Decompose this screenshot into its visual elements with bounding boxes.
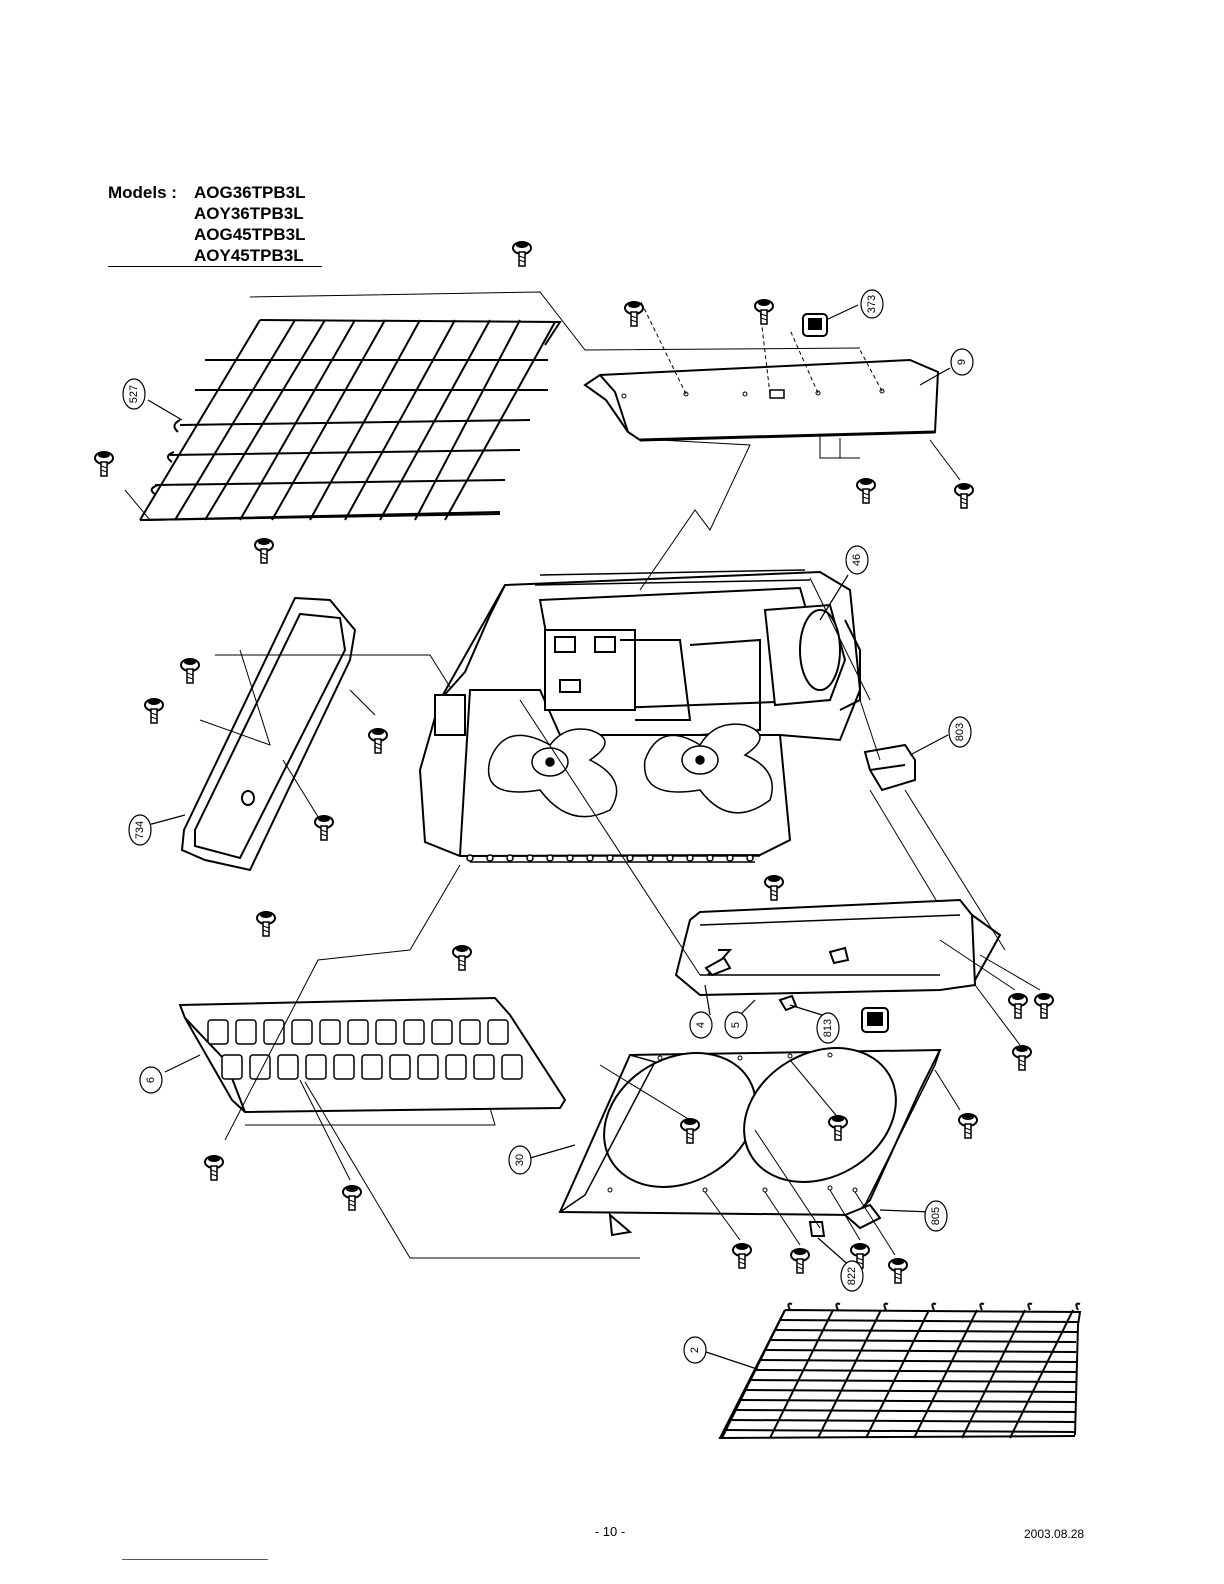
page-number: - 10 - bbox=[560, 1524, 660, 1539]
svg-text:5: 5 bbox=[730, 1022, 742, 1028]
fan-guard-panel bbox=[560, 1021, 940, 1215]
svg-text:6: 6 bbox=[145, 1077, 157, 1083]
svg-text:813: 813 bbox=[822, 1019, 834, 1037]
svg-text:46: 46 bbox=[851, 554, 863, 566]
svg-text:822: 822 bbox=[846, 1267, 858, 1285]
svg-text:373: 373 bbox=[866, 295, 878, 313]
base-plate bbox=[180, 998, 565, 1112]
footer-link-line bbox=[122, 1559, 268, 1560]
svg-text:803: 803 bbox=[954, 723, 966, 741]
svg-text:2: 2 bbox=[689, 1347, 701, 1353]
callout-527: 527 bbox=[123, 379, 145, 409]
callout-6: 6 bbox=[140, 1067, 162, 1093]
rear-wire-grille bbox=[720, 1304, 1080, 1438]
svg-text:4: 4 bbox=[695, 1022, 707, 1028]
svg-text:30: 30 bbox=[514, 1154, 526, 1166]
document-date: 2003.08.28 bbox=[1024, 1527, 1084, 1541]
callout-734: 734 bbox=[129, 815, 151, 845]
top-panel bbox=[585, 360, 938, 440]
callout-4: 4 bbox=[690, 1012, 712, 1038]
callout-46: 46 bbox=[846, 546, 868, 574]
callout-9: 9 bbox=[951, 349, 973, 375]
callout-2: 2 bbox=[684, 1337, 706, 1363]
plug-373 bbox=[803, 314, 827, 336]
callout-30: 30 bbox=[509, 1146, 531, 1174]
callout-822: 822 bbox=[841, 1261, 863, 1291]
callout-813: 813 bbox=[817, 1013, 839, 1043]
svg-text:734: 734 bbox=[134, 821, 146, 839]
callout-805: 805 bbox=[925, 1201, 947, 1231]
clip-813 bbox=[780, 996, 796, 1010]
top-wire-grille bbox=[140, 320, 560, 520]
plug-813-side bbox=[862, 1008, 888, 1032]
callout-5: 5 bbox=[725, 1012, 747, 1038]
svg-text:527: 527 bbox=[128, 385, 140, 403]
bracket-803 bbox=[865, 745, 915, 790]
svg-text:9: 9 bbox=[956, 359, 968, 365]
side-panel bbox=[182, 598, 355, 870]
callout-803: 803 bbox=[949, 717, 971, 747]
svg-text:805: 805 bbox=[930, 1207, 942, 1225]
callout-373: 373 bbox=[861, 290, 883, 318]
main-chassis bbox=[420, 570, 860, 862]
